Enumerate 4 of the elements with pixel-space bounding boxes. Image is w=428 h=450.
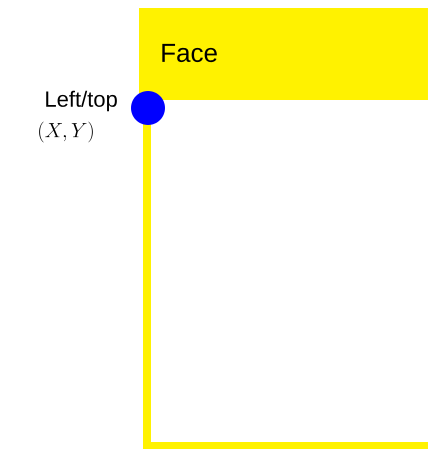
point-label: Left/top [46,90,117,112]
face-panel: Face [139,8,428,449]
coordinate-formula: $\left(X,Y\right)$ [39,122,93,142]
corner-dot [131,91,165,125]
